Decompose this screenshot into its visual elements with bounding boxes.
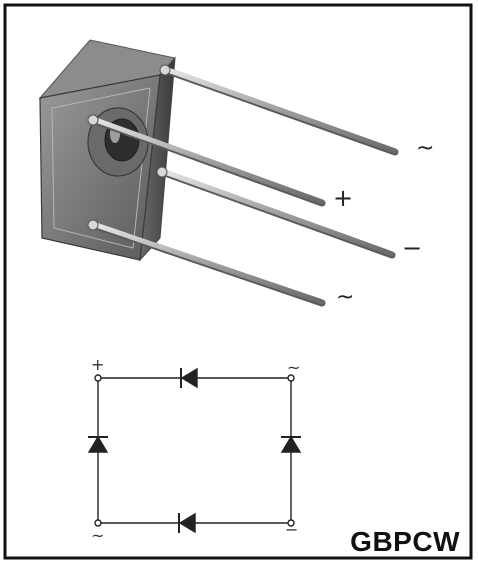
- pin-negative: [156, 166, 396, 259]
- pin-label-negative: −: [402, 234, 423, 262]
- bridge-schematic: [87, 367, 302, 534]
- node-negative: [287, 519, 295, 527]
- node-label-negative: −: [285, 520, 299, 539]
- pin-label-ac-2: ~: [336, 285, 355, 310]
- part-number-label: GBPCW: [350, 526, 460, 557]
- diode-bottom: [178, 512, 196, 534]
- node-label-ac-top-right: ~: [287, 358, 301, 377]
- pin-ac-1: [159, 64, 399, 156]
- package-illustration: [38, 39, 399, 307]
- node-ac-top-right: [287, 374, 295, 382]
- diode-top: [180, 367, 198, 389]
- pin-positive: [87, 114, 326, 207]
- node-label-positive: +: [91, 355, 105, 374]
- node-positive: [94, 374, 102, 382]
- pin-ac-2: [87, 219, 326, 307]
- pin-label-ac-1: ~: [416, 136, 435, 161]
- diode-right: [280, 435, 302, 453]
- package-front-bevel: [51, 87, 151, 249]
- diode-left: [87, 435, 109, 453]
- figure-frame: [3, 3, 473, 560]
- node-label-ac-bottom-left: ~: [91, 526, 105, 545]
- node-ac-bottom-left: [94, 519, 102, 527]
- pin-label-positive: +: [333, 184, 354, 212]
